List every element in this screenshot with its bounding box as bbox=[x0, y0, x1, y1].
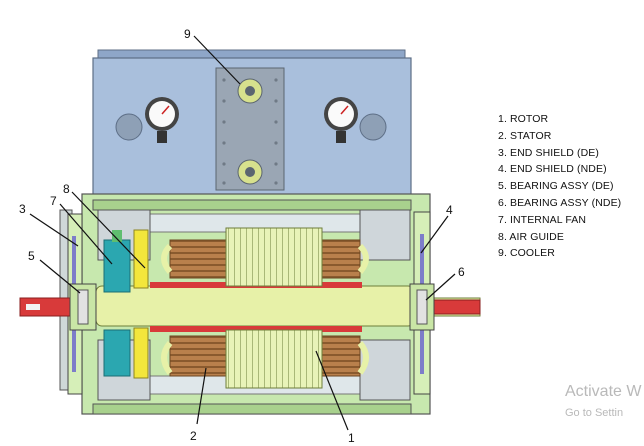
watermark-title: Activate W bbox=[565, 383, 642, 400]
callout-air-guide: 8 bbox=[63, 182, 70, 196]
legend-item-bearing-nde: 6. BEARING ASSY (NDE) bbox=[498, 196, 622, 209]
gauge-right bbox=[324, 97, 358, 143]
air-guide bbox=[133, 229, 149, 379]
activation-watermark: Activate W Go to Settin bbox=[565, 382, 641, 420]
internal-fan bbox=[103, 230, 131, 377]
callout-end-shield-de: 3 bbox=[19, 202, 26, 216]
callout-end-shield-nde: 4 bbox=[446, 203, 453, 217]
legend-item-air-guide: 8. AIR GUIDE bbox=[498, 230, 564, 243]
callout-stator: 2 bbox=[190, 429, 197, 443]
legend-item-cooler: 9. COOLER bbox=[498, 247, 555, 260]
legend-item-end-shield-de: 3. END SHIELD (DE) bbox=[498, 146, 599, 159]
gauge-left bbox=[145, 97, 179, 143]
callout-rotor: 1 bbox=[348, 431, 355, 445]
callout-cooler: 9 bbox=[184, 27, 191, 41]
callout-internal-fan: 7 bbox=[50, 194, 57, 208]
watermark-subtitle: Go to Settin bbox=[565, 407, 624, 419]
legend-item-stator: 2. STATOR bbox=[498, 129, 552, 142]
legend-item-rotor: 1. ROTOR bbox=[498, 113, 549, 125]
legend-item-end-shield-nde: 4. END SHIELD (NDE) bbox=[498, 163, 607, 176]
rotor bbox=[95, 282, 415, 332]
stator-top bbox=[161, 227, 369, 287]
bearing-de bbox=[69, 283, 97, 331]
parts-legend: 1. ROTOR 2. STATOR 3. END SHIELD (DE) 4.… bbox=[498, 111, 621, 262]
cooler-port-top bbox=[237, 78, 263, 104]
callout-bearing-de: 5 bbox=[28, 249, 35, 263]
leader-lines bbox=[29, 35, 456, 431]
legend-item-bearing-de: 5. BEARING ASSY (DE) bbox=[498, 180, 614, 193]
cooler bbox=[92, 49, 412, 201]
bearing-nde bbox=[409, 283, 435, 331]
legend-item-internal-fan: 7. INTERNAL FAN bbox=[498, 213, 587, 226]
stator-bottom bbox=[161, 329, 369, 389]
cooler-port-bottom bbox=[237, 159, 263, 185]
callout-bearing-nde: 6 bbox=[458, 265, 465, 279]
